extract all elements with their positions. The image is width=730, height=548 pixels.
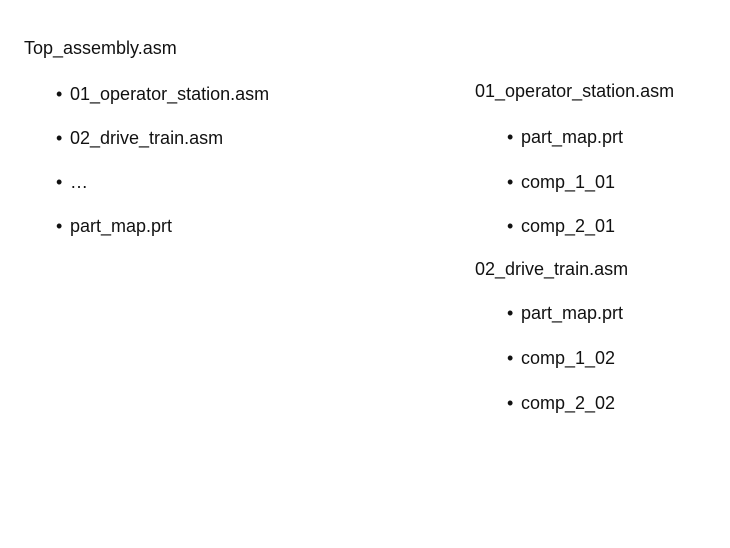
bullet-icon: • [507,172,514,192]
child-label: comp_1_01 [521,172,616,192]
bullet-icon: • [56,172,63,192]
child-label: part_map.prt [70,216,173,236]
operator-station-title: 01_operator_station.asm [475,81,675,101]
bullet-icon: • [507,393,514,413]
assembly-child-item: • comp_1_02 [507,347,615,369]
child-label: part_map.prt [521,303,624,323]
child-label: 01_operator_station.asm [70,84,270,104]
child-label: part_map.prt [521,127,624,147]
bullet-icon: • [507,348,514,368]
top-assembly-title: Top_assembly.asm [24,38,177,58]
bullet-icon: • [56,128,63,148]
child-label: comp_2_02 [521,393,616,413]
bullet-icon: • [507,303,514,323]
assembly-child-item: • comp_2_01 [507,215,615,237]
assembly-child-item: • part_map.prt [507,126,623,148]
bullet-icon: • [507,216,514,236]
assembly-child-item: • comp_2_02 [507,392,615,414]
child-label: … [70,172,88,192]
child-label: 02_drive_train.asm [70,128,224,148]
assembly-child-item: • part_map.prt [56,215,172,237]
bullet-icon: • [507,127,514,147]
bullet-icon: • [56,216,63,236]
assembly-child-item: • comp_1_01 [507,171,615,193]
assembly-child-item: • 01_operator_station.asm [56,83,269,105]
child-label: comp_2_01 [521,216,616,236]
drive-train-title: 02_drive_train.asm [475,259,629,279]
assembly-child-item: •… [56,171,88,193]
assembly-child-item: • part_map.prt [507,302,623,324]
assembly-child-item: • 02_drive_train.asm [56,127,223,149]
child-label: comp_1_02 [521,348,616,368]
bullet-icon: • [56,84,63,104]
